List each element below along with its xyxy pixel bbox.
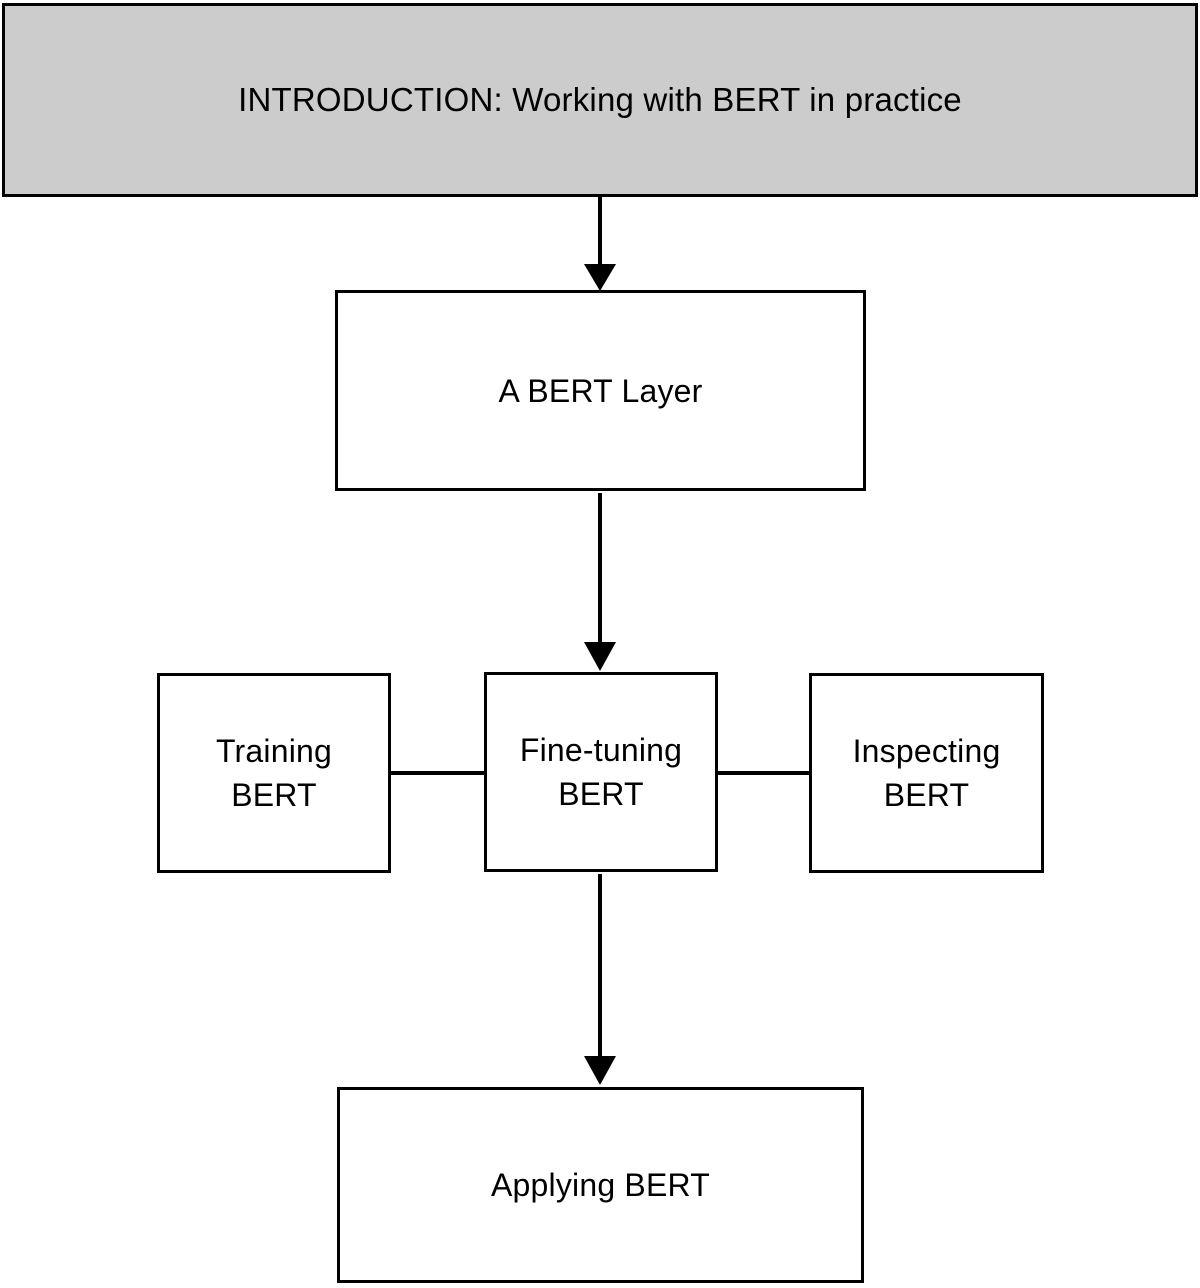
edge-bert-layer-to-finetuning-bert — [584, 493, 616, 671]
node-applying-bert-label: Applying BERT — [490, 1167, 710, 1203]
node-bert-layer-label: A BERT Layer — [498, 372, 703, 409]
node-inspecting-bert-label: Inspecting BERT — [852, 733, 1001, 813]
node-inspecting-bert[interactable]: Inspecting BERT — [809, 673, 1044, 873]
node-finetuning-bert-label: Fine-tuning BERT — [519, 732, 683, 812]
node-finetuning-bert[interactable]: Fine-tuning BERT — [484, 672, 718, 872]
node-introduction[interactable]: INTRODUCTION: Working with BERT in pract… — [2, 3, 1198, 197]
node-introduction-label: INTRODUCTION: Working with BERT in pract… — [238, 81, 962, 118]
edge-introduction-to-bert-layer — [584, 197, 616, 291]
node-bert-layer[interactable]: A BERT Layer — [335, 290, 866, 491]
edge-finetuning-bert-to-applying-bert — [584, 874, 616, 1085]
node-training-bert[interactable]: Training BERT — [157, 673, 391, 873]
node-training-bert-label: Training BERT — [215, 733, 333, 813]
node-applying-bert[interactable]: Applying BERT — [337, 1087, 864, 1283]
